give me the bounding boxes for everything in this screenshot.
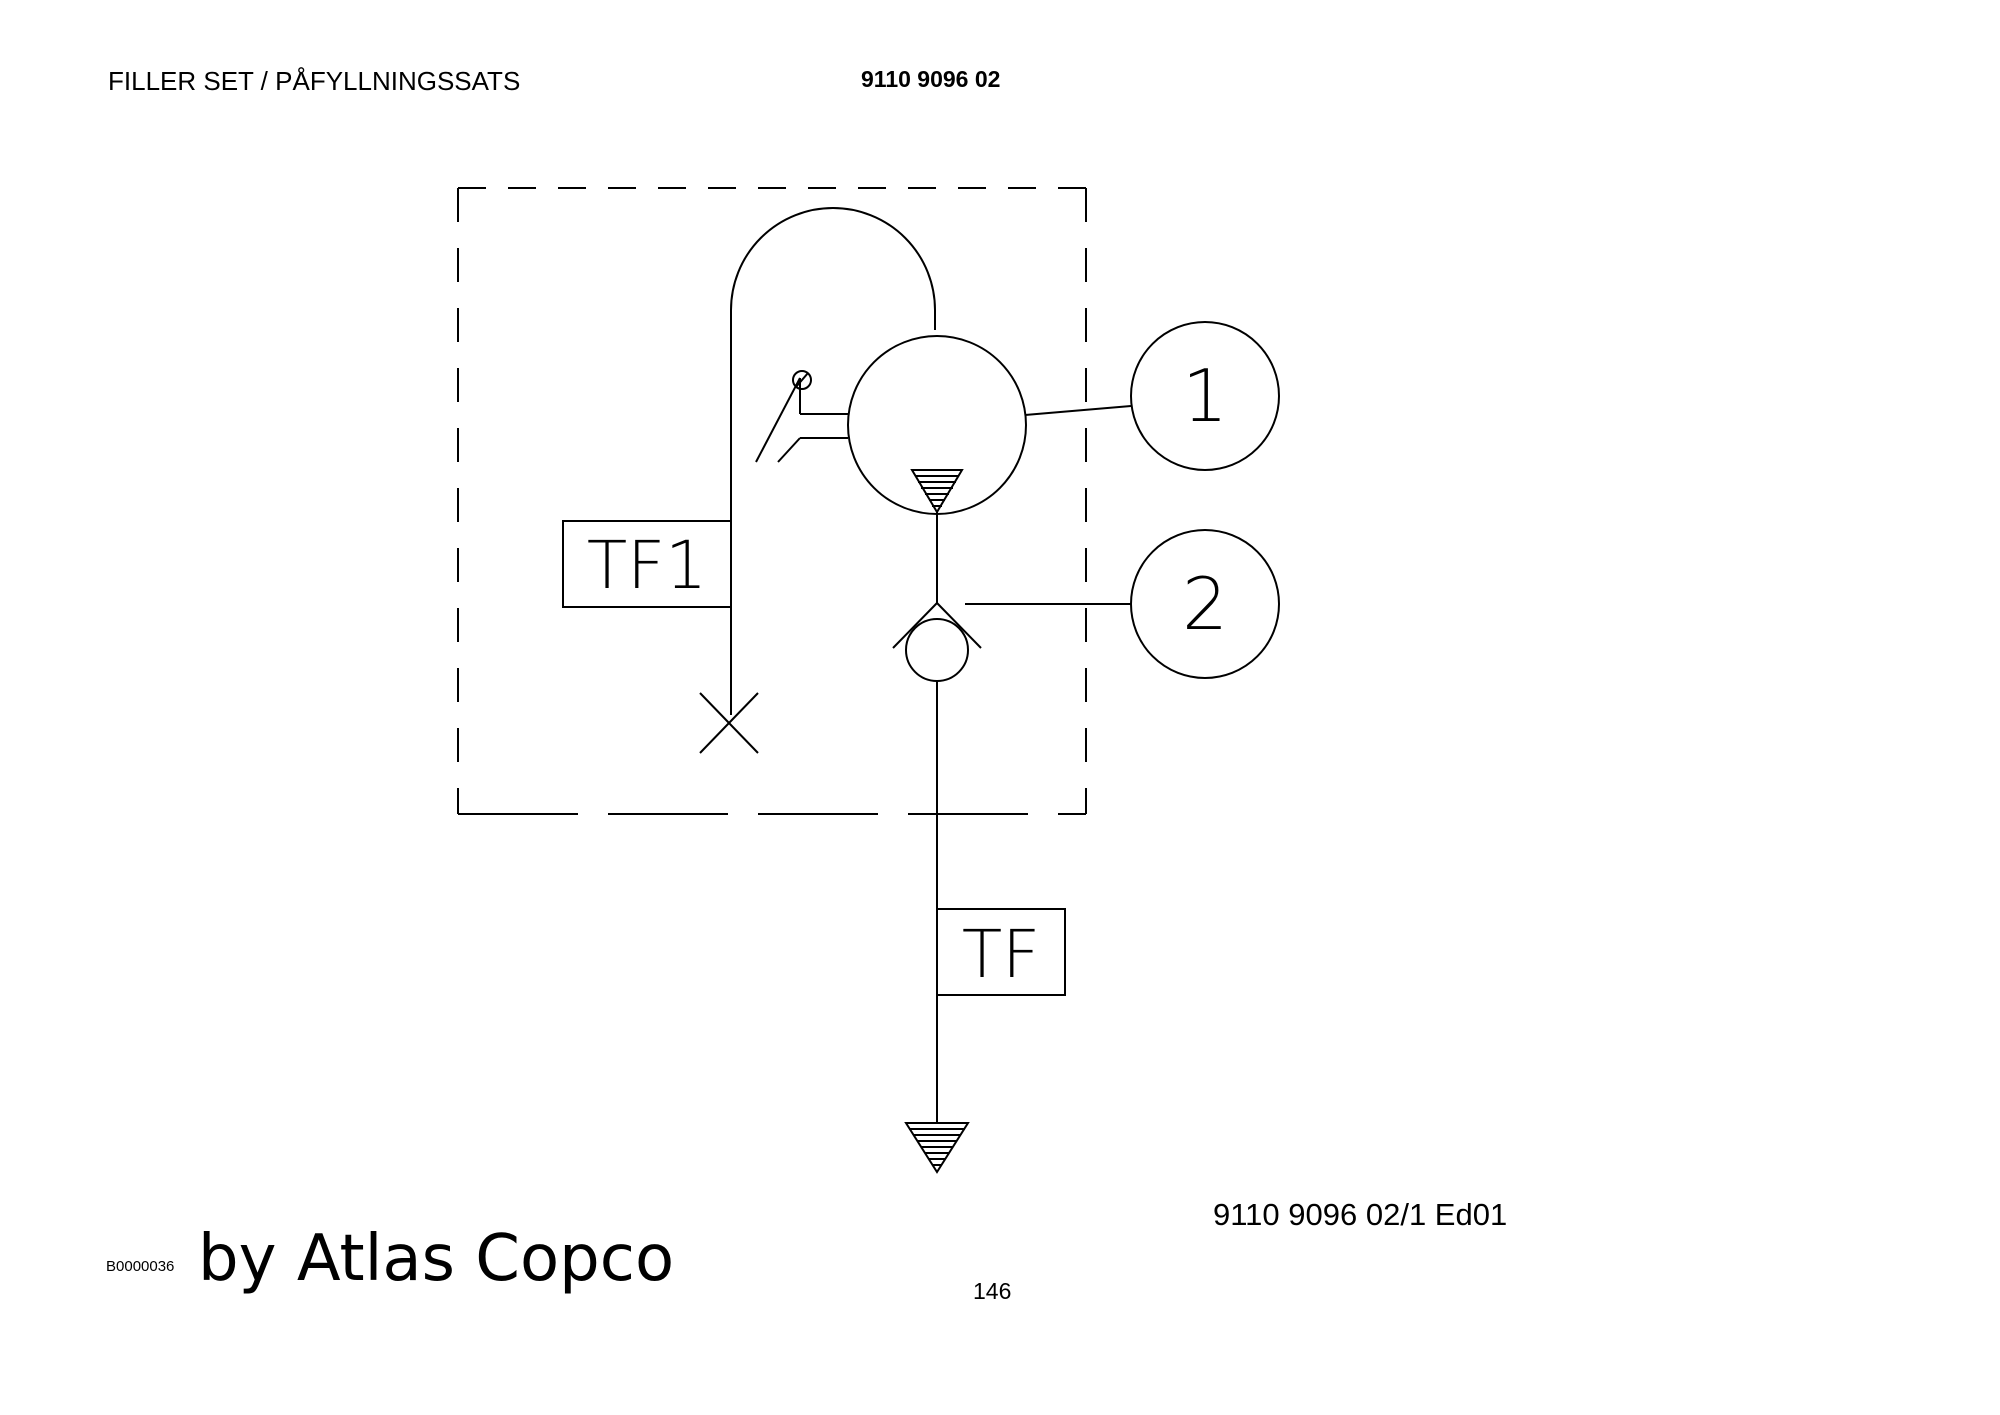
image-code: B0000036 — [106, 1258, 175, 1275]
document-reference: 9110 9096 02/1 Ed01 — [1213, 1197, 1508, 1232]
tf-label: TF — [962, 916, 1040, 993]
outlet-triangle-icon — [910, 469, 964, 514]
callout-balloon-2 — [1130, 529, 1280, 679]
callout-number-2: 2 — [1182, 562, 1228, 646]
inlet-triangle-icon — [904, 1122, 970, 1174]
callout-leader-1 — [1024, 405, 1132, 416]
tf-label-box: TF — [936, 908, 1066, 996]
dashed-enclosure — [457, 187, 1087, 815]
plug-cross-icon — [699, 692, 759, 754]
return-pipe — [730, 207, 936, 715]
part-number: 9110 9096 02 — [861, 66, 1001, 92]
brand-logo-text: by Atlas Copco — [198, 1222, 675, 1296]
check-valve-icon — [892, 602, 982, 682]
hand-lever-icon — [755, 370, 848, 463]
tf1-label: TF1 — [587, 527, 707, 604]
callout-number-1: 1 — [1182, 354, 1228, 438]
tf1-label-box: TF1 — [562, 520, 732, 608]
callout-balloon-1 — [1130, 321, 1280, 471]
page-title: FILLER SET / PÅFYLLNINGSSATS — [108, 66, 521, 96]
page-number: 146 — [973, 1278, 1012, 1304]
